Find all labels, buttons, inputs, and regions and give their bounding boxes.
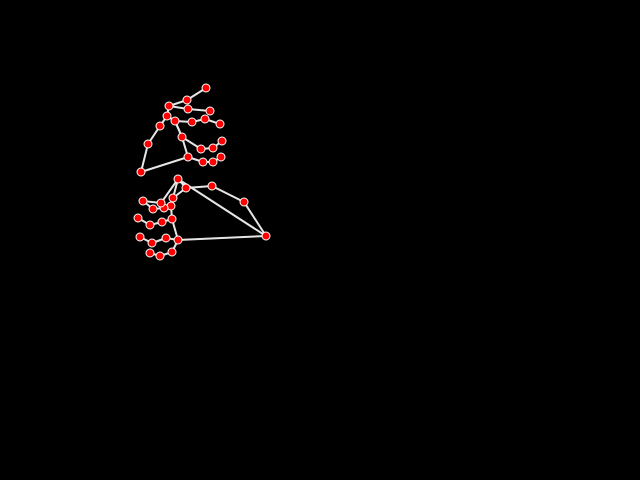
hand-1-joint-20 (205, 106, 215, 116)
hand-2-joint-20 (155, 251, 165, 261)
hand-2-joint-3 (181, 183, 191, 193)
hand-1-joint-13 (170, 116, 180, 126)
hand-1-joint-19 (183, 104, 193, 114)
hand-2-bone-18 (160, 178, 179, 204)
hand-2-bone-4 (177, 235, 267, 241)
hand-1-joint-9 (177, 132, 187, 142)
hand-2-joint-6 (161, 233, 171, 243)
hand-1-joint-0 (136, 167, 146, 177)
hand-2-joint-19 (145, 248, 155, 258)
hand-2-joint-9 (167, 214, 177, 224)
hand-1-joint-5 (183, 152, 193, 162)
hand-2-joint-15 (148, 204, 158, 214)
hand-2-joint-10 (157, 217, 167, 227)
hand-1-joint-18 (201, 83, 211, 93)
hand-1-joint-11 (208, 143, 218, 153)
hand-1-bone-0 (140, 143, 149, 173)
hand-2-joint-11 (145, 220, 155, 230)
hand-1-joint-4 (164, 101, 174, 111)
hand-2-joint-17 (168, 193, 178, 203)
hand-2-joint-7 (147, 238, 157, 248)
hand-1-joint-3 (162, 111, 172, 121)
hand-1-joint-15 (200, 114, 210, 124)
hand-skeleton-joints (133, 83, 271, 261)
hand-2-joint-16 (138, 196, 148, 206)
hand-1-joint-16 (215, 119, 225, 129)
hand-2-joint-0 (261, 231, 271, 241)
hand-1-joint-17 (182, 95, 192, 105)
hand-1-joint-8 (216, 152, 226, 162)
hand-2-joint-4 (173, 174, 183, 184)
hand-1-joint-10 (196, 144, 206, 154)
hand-2-joint-5 (173, 235, 183, 245)
hand-2-bone-0 (243, 201, 267, 237)
hand-1-joint-1 (143, 139, 153, 149)
hand-1-joint-7 (208, 157, 218, 167)
hand-2-joint-18 (156, 198, 166, 208)
hand-1-joint-14 (187, 117, 197, 127)
hand-1-joint-12 (217, 136, 227, 146)
hand-1-joint-6 (198, 157, 208, 167)
hand-2-bone-23 (177, 178, 267, 237)
hand-2-joint-21 (167, 247, 177, 257)
hand-2-bone-1 (211, 185, 245, 203)
hand-1-joint-2 (155, 121, 165, 131)
hand-2-joint-8 (135, 232, 145, 242)
hand-2-joint-12 (133, 213, 143, 223)
hand-1-bone-4 (140, 156, 189, 173)
hand-2-joint-1 (239, 197, 249, 207)
hand-2-joint-2 (207, 181, 217, 191)
